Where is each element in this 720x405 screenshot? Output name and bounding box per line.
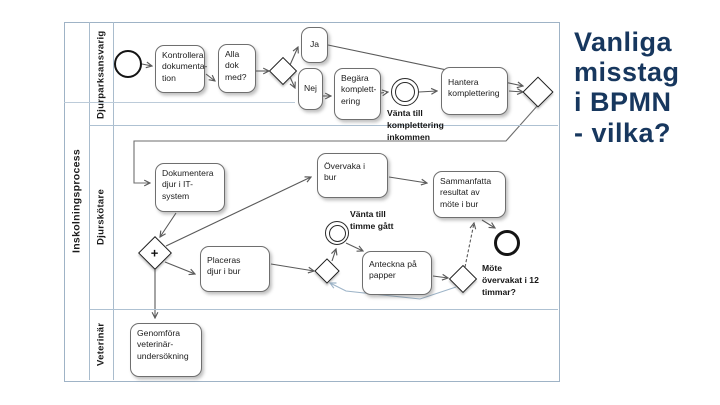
lane-label-divider [113, 22, 114, 380]
task-kontrollera-dokumentation: Kontrollera dokumenta- tion [155, 45, 207, 93]
slide-title-line: misstag [574, 57, 680, 88]
pool-label-divider [89, 22, 90, 380]
intermediate-event-inner-ring [395, 82, 415, 102]
lane-label-veterinar: Veterinär [95, 322, 107, 367]
intermediate-event-komplettering [391, 78, 419, 106]
intermediate-event-inner-ring [328, 224, 346, 242]
task-hantera-komplettering: Hantera komplettering [441, 67, 508, 115]
lane-divider-2 [89, 309, 558, 310]
task-ja: Ja [301, 27, 328, 63]
task-genomfora-undersokning: Genomföra veterinär- undersökning [130, 323, 202, 377]
lane-extra-line [64, 102, 295, 103]
task-dokumentera-djur: Dokumentera djur i IT- system [155, 163, 225, 212]
lane-label-djurparksansvarig: Djurparksansvarig [95, 30, 107, 119]
start-event [114, 50, 142, 78]
parallel-gateway-plus-icon: + [151, 245, 159, 261]
task-nej: Nej [298, 68, 323, 110]
task-begara-komplettering: Begära komplett- ering [334, 68, 381, 120]
label-vanta-till-komplettering: Vänta till komplettering inkommen [387, 108, 444, 142]
slide-title-line: - vilka? [574, 117, 672, 148]
lane-divider-1 [89, 125, 558, 126]
end-event [494, 230, 520, 256]
lane-label-djurskotare: Djurskötare [95, 188, 107, 246]
task-placeras-djur: Placeras djur i bur [200, 246, 270, 292]
label-mote-overvakat: Möte övervakat i 12 timmar? [482, 263, 539, 297]
slide-title-line: i BPMN [574, 87, 672, 118]
intermediate-event-timme [325, 221, 349, 245]
pool-label: Inskolningsprocess [70, 149, 83, 254]
slide-title-line: Vanliga [574, 27, 673, 57]
label-vanta-till-timme: Vänta till timme gått [350, 209, 394, 231]
task-sammanfatta-resultat: Sammanfatta resultat av möte i bur [433, 171, 506, 218]
task-overvaka-i-bur: Övervaka i bur [317, 153, 388, 198]
bpmn-pool [64, 22, 560, 382]
task-alla-dok-med: Alla dok med? [218, 44, 256, 93]
task-anteckna-pa-papper: Anteckna på papper [362, 251, 432, 295]
slide-title: Vanliga misstag i BPMN - vilka? [574, 27, 716, 148]
